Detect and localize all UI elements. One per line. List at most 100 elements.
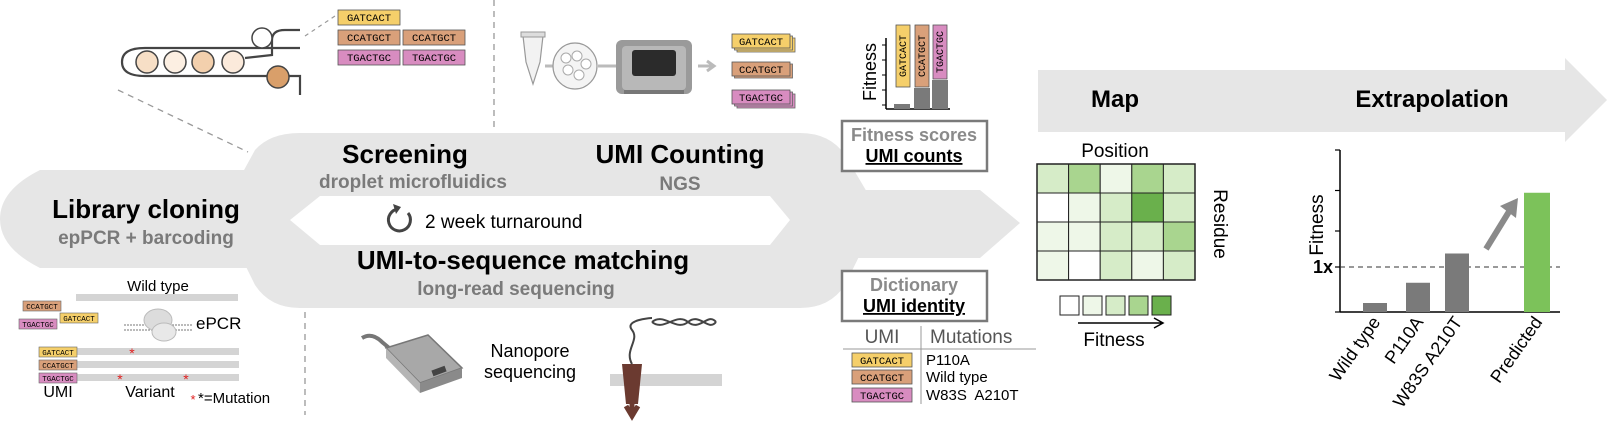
svg-text:TGACTGC: TGACTGC	[860, 391, 904, 403]
heatmap-fitness-arrow	[1078, 317, 1165, 329]
fitness-scores-label: Fitness scores	[851, 125, 977, 145]
droplet-umi-tags: GATCACT CCATGCT CCATGCT TGACTGC TGACTGC	[337, 9, 466, 66]
heatmap-cell	[1162, 192, 1196, 223]
heatmap-cell	[1036, 163, 1070, 194]
library-cloning-subtitle: epPCR + barcoding	[58, 228, 234, 249]
svg-text:CCATGCT: CCATGCT	[26, 304, 58, 312]
heatmap-cell	[1099, 250, 1133, 281]
refresh-icon	[386, 204, 412, 233]
polymerase-icon	[124, 308, 192, 342]
map-title: Map	[1091, 86, 1139, 113]
umi-identity-label: UMI identity	[863, 296, 965, 316]
fitness-mini-chart: Fitness GATCACT CCATGCT TGACTGC	[860, 24, 950, 110]
svg-text:Wild type: Wild type	[926, 369, 988, 386]
heatmap-cell	[1131, 250, 1164, 281]
dictionary-col-mutations: Mutations	[930, 327, 1012, 348]
heatmap-cell	[1099, 192, 1133, 223]
bar-wild-type	[1363, 303, 1387, 312]
x-tick-label: Wild type	[1325, 313, 1384, 385]
heatmap-cell	[1162, 221, 1196, 252]
heatmap-cell	[1099, 221, 1133, 252]
nanopore-sequencing-label: sequencing	[484, 362, 576, 382]
bar-w83s-a210t	[1445, 253, 1469, 312]
svg-text:TGACTGC: TGACTGC	[22, 322, 54, 330]
sequencer-arrow	[698, 59, 717, 73]
svg-text:P110A: P110A	[926, 352, 970, 369]
mutation-legend: *=Mutation	[198, 390, 270, 407]
heatmap-cell	[1036, 192, 1070, 223]
svg-text:GATCACT: GATCACT	[739, 37, 783, 49]
map-extrapolation-arrow	[1038, 58, 1607, 142]
svg-text:TGACTGC: TGACTGC	[42, 376, 74, 384]
legend-swatch	[1105, 295, 1126, 316]
zoom-line-lead	[304, 15, 336, 37]
svg-text:*: *	[129, 345, 135, 361]
heatmap-cell	[1162, 163, 1196, 194]
legend-swatch	[1128, 295, 1149, 316]
svg-text:CCATGCT: CCATGCT	[412, 33, 456, 45]
svg-text:GATCACT: GATCACT	[63, 316, 95, 324]
heatmap-cell	[1131, 221, 1164, 252]
umi-counting-subtitle: NGS	[659, 174, 700, 195]
turnaround-band	[290, 196, 790, 245]
dictionary-box: Dictionary UMI identity	[840, 269, 989, 323]
heatmap-fitness-label: Fitness	[1083, 330, 1144, 351]
heatmap-grid	[1036, 163, 1196, 281]
svg-text:W83S A210T: W83S A210T	[926, 387, 1019, 404]
fitness-mini-axis-label: Fitness	[860, 43, 880, 101]
legend-swatch	[1059, 295, 1080, 316]
sequenced-umi-stacks: GATCACT CCATGCT TGACTGC	[731, 33, 796, 109]
umi-counting-title: UMI Counting	[596, 139, 765, 169]
extrapolation-arrow	[1483, 208, 1513, 251]
svg-text:GATCACT: GATCACT	[347, 13, 391, 25]
svg-text:CCATGCT: CCATGCT	[42, 363, 74, 371]
dictionary-table: UMI Mutations GATCACT P110A CCATGCT Wild…	[843, 326, 1036, 404]
heatmap-cell	[1068, 163, 1101, 194]
heatmap-cell	[1131, 163, 1164, 194]
microfluidic-channel	[120, 27, 302, 95]
heatmap-cell	[1162, 250, 1196, 281]
screening-subtitle: droplet microfluidics	[319, 172, 507, 193]
dictionary-col-umi: UMI	[865, 327, 900, 348]
sample-tube-icon	[520, 31, 546, 86]
bar-p110a	[1406, 282, 1430, 312]
epcr-label: ePCR	[196, 314, 241, 333]
bar-predicted	[1524, 192, 1550, 312]
fitness-scores-box: Fitness scores UMI counts	[840, 119, 989, 173]
reference-tick-label: 1x	[1313, 257, 1333, 277]
extrap-y-axis-label: Fitness	[1307, 194, 1328, 255]
svg-text:CCATGCT: CCATGCT	[918, 35, 929, 77]
sequencer-icon	[616, 40, 692, 94]
turnaround-label: 2 week turnaround	[425, 212, 582, 233]
svg-text:*: *	[183, 371, 189, 387]
zoom-line-top	[117, 89, 249, 153]
heatmap-cell	[1068, 250, 1101, 281]
umi-label: UMI	[43, 384, 72, 401]
svg-text:GATCACT: GATCACT	[42, 350, 74, 358]
wild-type-label: Wild type	[127, 278, 189, 295]
library-cloning-title: Library cloning	[52, 194, 240, 224]
umi-matching-title: UMI-to-sequence matching	[357, 245, 689, 275]
svg-text:GATCACT: GATCACT	[860, 356, 904, 368]
svg-text:*: *	[190, 392, 195, 407]
svg-text:TGACTGC: TGACTGC	[739, 93, 783, 105]
table-row: TGACTGC W83S A210T	[851, 387, 1019, 404]
table-row: CCATGCT Wild type	[851, 369, 988, 386]
svg-text:*: *	[117, 371, 123, 387]
svg-text:CCATGCT: CCATGCT	[739, 65, 783, 77]
heatmap-border	[1036, 163, 1196, 281]
heatmap-cell	[1036, 221, 1070, 252]
umi-matching-subtitle: long-read sequencing	[417, 279, 614, 300]
svg-text:TGACTGC: TGACTGC	[347, 53, 391, 65]
heatmap-cell	[1099, 163, 1133, 194]
extrapolation-title: Extrapolation	[1355, 86, 1508, 113]
svg-text:TGACTGC: TGACTGC	[936, 31, 947, 73]
heatmap-color-legend	[1059, 295, 1172, 316]
heatmap-residue-label: Residue	[1209, 189, 1230, 259]
heatmap-position-label: Position	[1081, 141, 1149, 162]
heatmap-cell	[1068, 221, 1101, 252]
extrapolation-arrowhead	[1500, 198, 1518, 218]
dictionary-label: Dictionary	[870, 275, 958, 295]
legend-swatch	[1082, 295, 1103, 316]
